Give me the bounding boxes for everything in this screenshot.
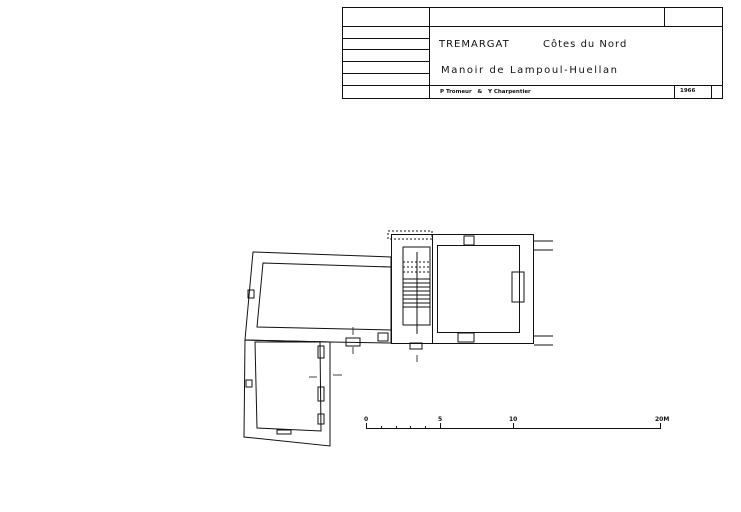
- east-block-inner-wall: [437, 245, 520, 333]
- department-name: Côtes du Nord: [543, 39, 628, 50]
- scale-label-20m: 20M: [655, 416, 670, 423]
- east-block-outer-wall: [432, 234, 534, 344]
- building-name: Manoir de Lampoul-Huellan: [441, 65, 619, 76]
- year: 1966: [680, 88, 696, 94]
- title-block-frame: [342, 7, 723, 99]
- south-wing-inner-wall: [254, 341, 322, 432]
- south-wing-outer-wall: [243, 339, 331, 447]
- scale-label-10: 10: [509, 416, 518, 423]
- authors: P Tromeur & Y Charpentier: [440, 89, 531, 95]
- stair-treads: [403, 252, 430, 334]
- scale-label-0: 0: [364, 416, 369, 423]
- section-arrows: [309, 327, 418, 378]
- west-wing-inner-wall: [256, 262, 392, 331]
- commune-name: TREMARGAT: [439, 39, 510, 50]
- stair-tower: [391, 234, 433, 344]
- floor-plan: [243, 230, 553, 447]
- scale-bar: [366, 423, 661, 429]
- scale-label-5: 5: [438, 416, 443, 423]
